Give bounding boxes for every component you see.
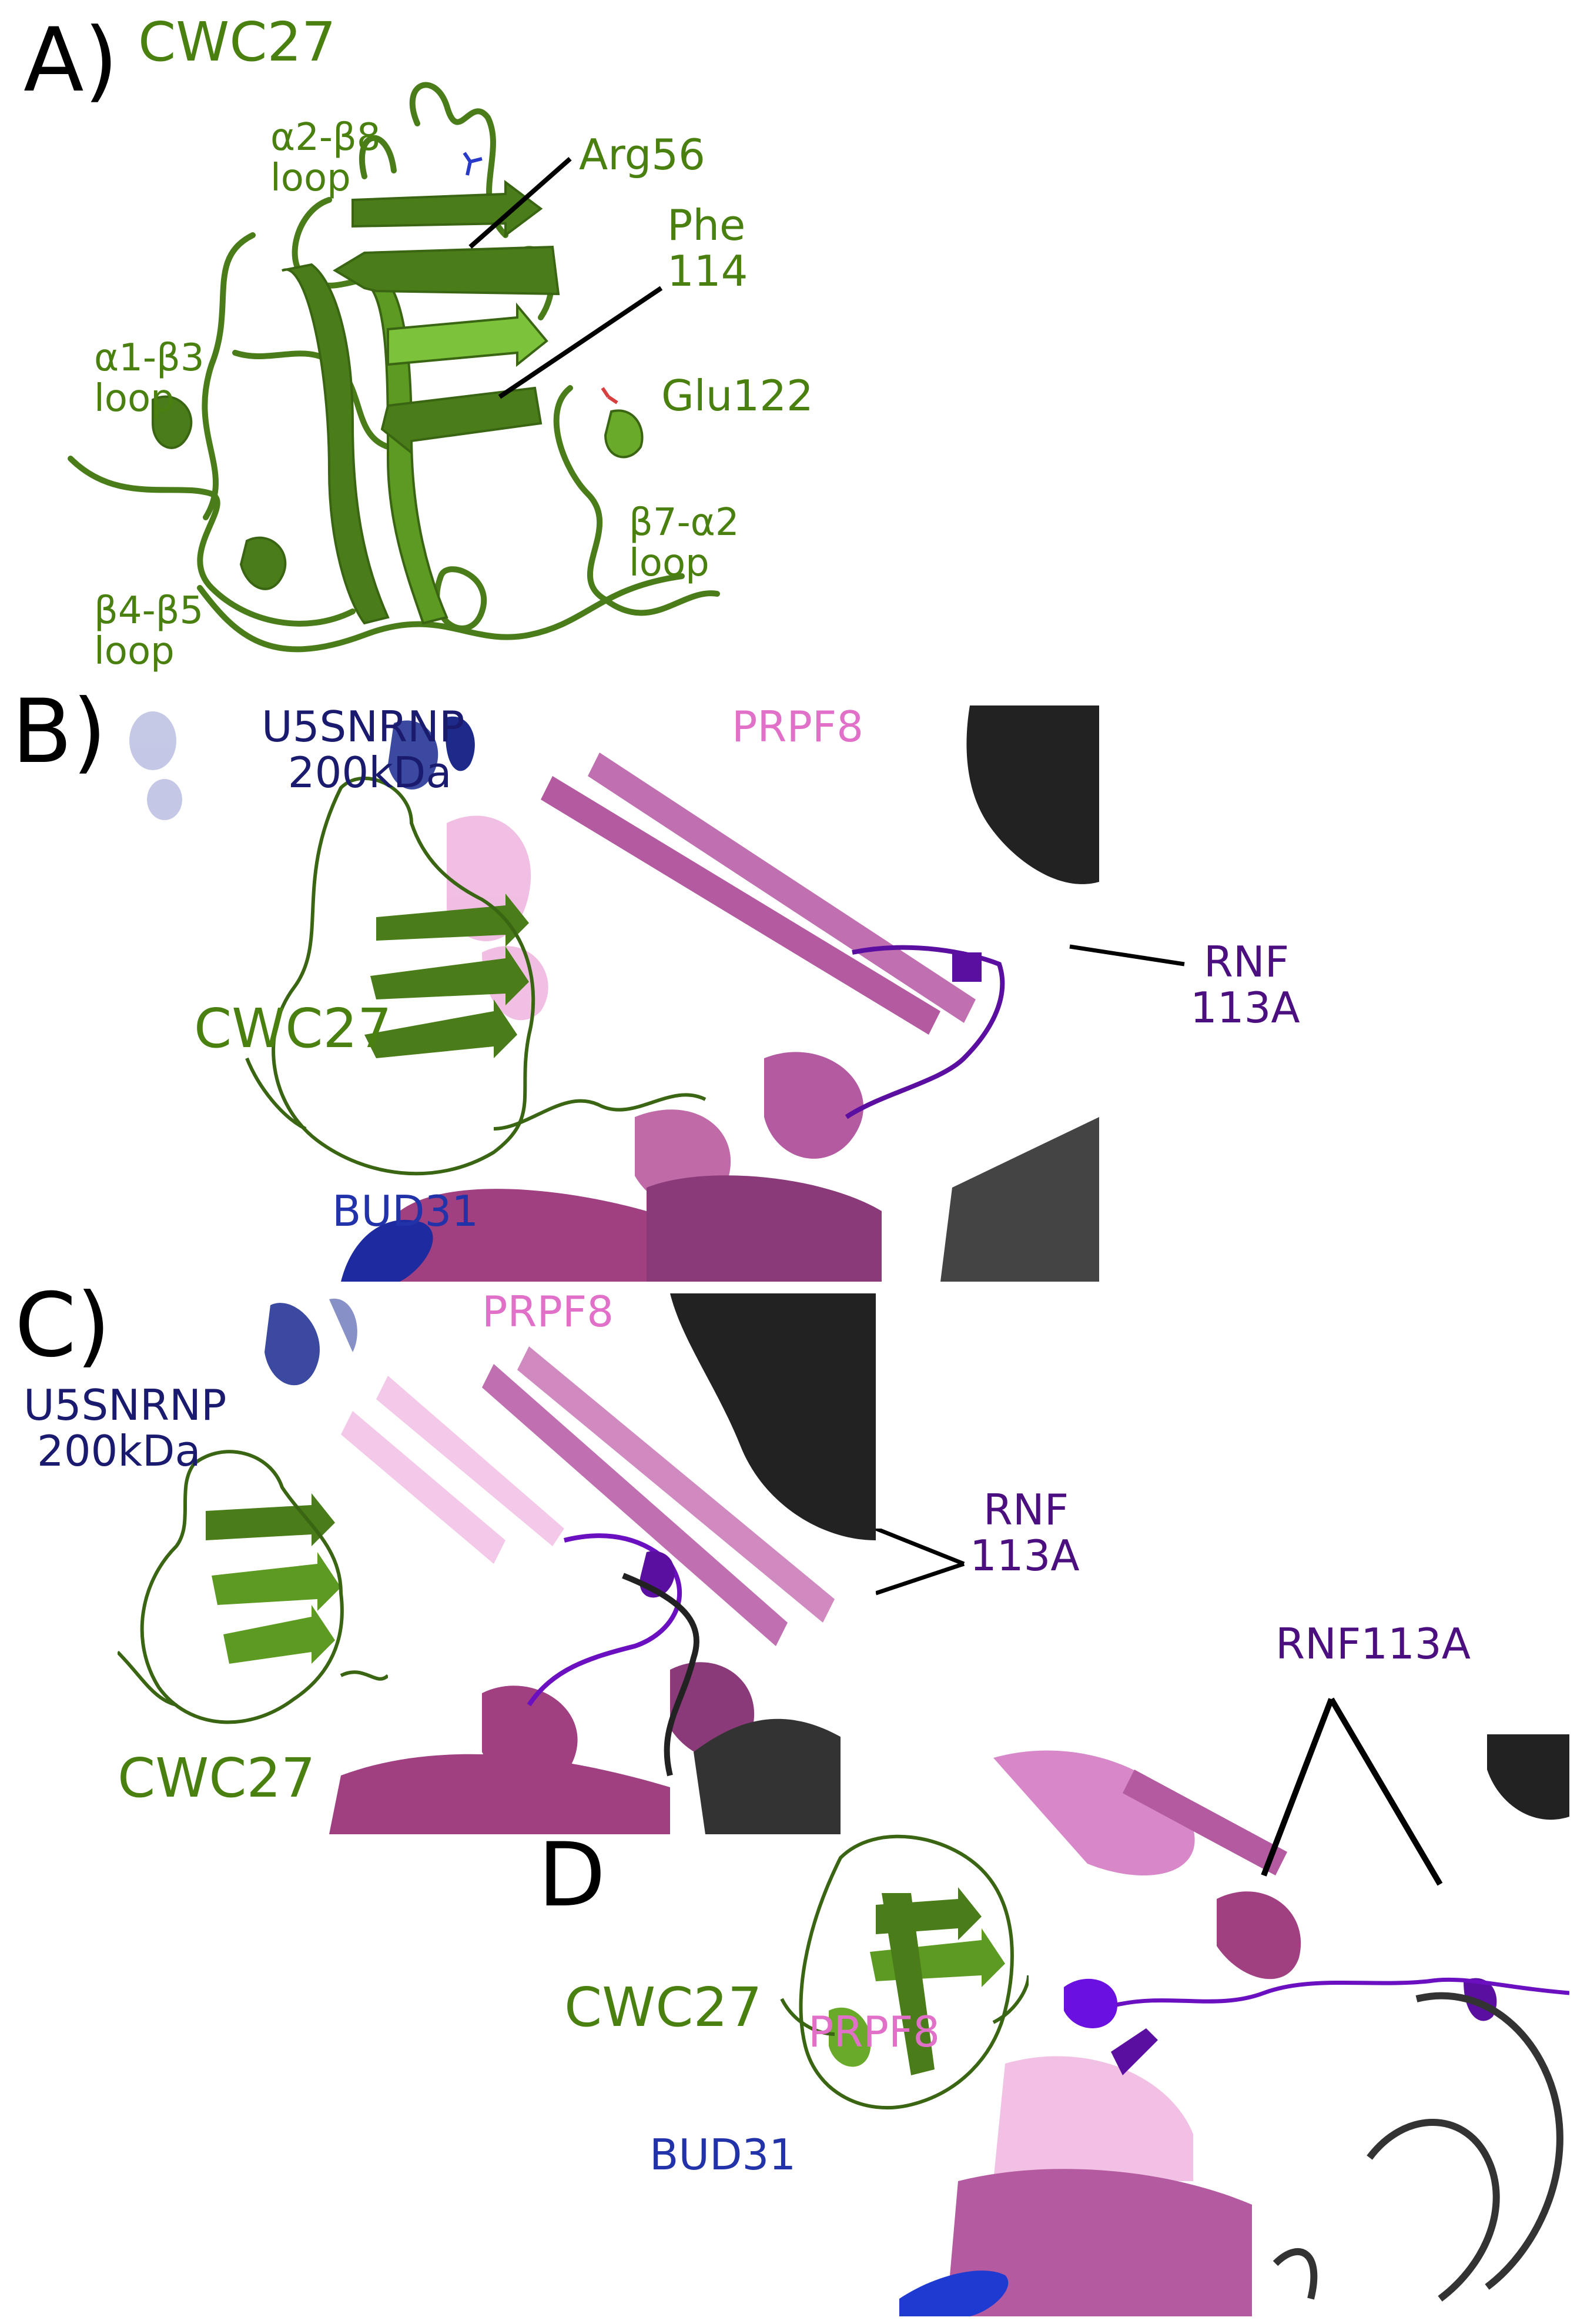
panel-a-pointer-lines [468, 157, 663, 399]
panel-d-rnf-pointers [1261, 1697, 1443, 1886]
complex-ribbon-illustration-d [841, 1734, 1569, 2316]
label-prpf8-d: PRPF8 [808, 2007, 940, 2057]
label-u5snrnp-b: U5SNRNP 200kDa [262, 702, 465, 797]
cwc27-structure-c [118, 1429, 388, 1758]
panel-b-letter: B) [12, 681, 107, 783]
cwc27-structure-a [59, 59, 764, 694]
label-cwc27-b: CWC27 [194, 997, 392, 1060]
panel-c-letter: C) [15, 1275, 111, 1377]
label-b4-b5-loop: β4-β5 loop [94, 589, 204, 674]
complex-ribbon-illustration-b [118, 705, 1099, 1282]
label-rnf113a-c: RNF 113A [970, 1485, 1080, 1580]
label-arg56: Arg56 [579, 130, 705, 179]
label-rnf113a-b: RNF 113A [1190, 937, 1300, 1032]
panel-a-title: CWC27 [138, 11, 336, 73]
complex-ribbon-illustration-c [264, 1293, 876, 1834]
label-prpf8-b: PRPF8 [732, 702, 864, 751]
label-bud31-b: BUD31 [332, 1186, 479, 1236]
cwc27-structure-d [758, 1811, 1029, 2116]
cwc27-ribbon-illustration-c [118, 1450, 388, 1724]
label-a2-b8-loop: α2-β8 loop [270, 116, 381, 200]
label-cwc27-c: CWC27 [118, 1747, 316, 1810]
cwc27-ribbon-illustration [68, 82, 720, 653]
label-bud31-d: BUD31 [649, 2130, 796, 2179]
panel-c-rnf-pointers [876, 1529, 965, 1596]
label-prpf8-c: PRPF8 [482, 1287, 614, 1336]
label-phe114: Phe 114 [667, 200, 748, 296]
panel-d-letter: D [538, 1824, 606, 1927]
label-u5snrnp-c: U5SNRNP 200kDa [24, 1380, 227, 1476]
label-a1-b3-loop: α1-β3 loop [94, 336, 205, 421]
spliceosome-structure-c [259, 1293, 876, 1834]
panel-b-rnf-pointer [1069, 944, 1185, 967]
label-rnf113a-d: RNF113A [1275, 1619, 1471, 1668]
label-glu122: Glu122 [661, 371, 813, 420]
spliceosome-structure-d [841, 1734, 1569, 2316]
panel-a-letter: A) [24, 9, 119, 112]
label-b7-a2-loop: β7-α2 loop [629, 501, 739, 586]
spliceosome-structure-b [118, 705, 1099, 1282]
cwc27-ribbon-illustration-d [780, 1834, 1029, 2110]
label-cwc27-d: CWC27 [564, 1976, 762, 2039]
